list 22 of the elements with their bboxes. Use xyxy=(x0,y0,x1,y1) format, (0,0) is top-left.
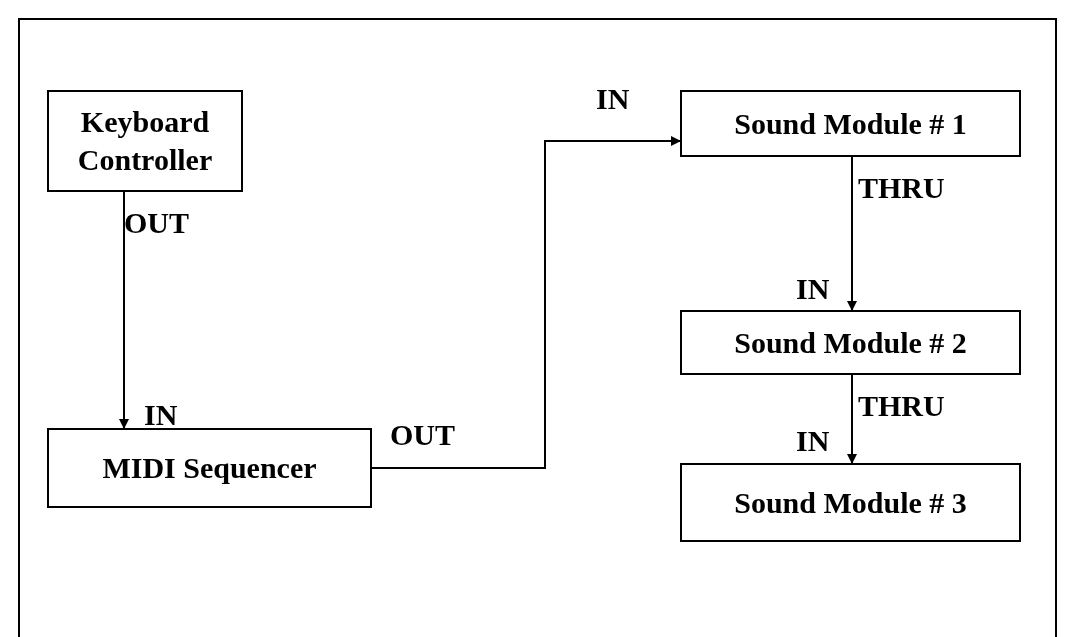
arrow xyxy=(371,136,681,469)
port-label: OUT xyxy=(124,206,189,240)
port-label: IN xyxy=(144,398,178,432)
arrow xyxy=(847,374,857,464)
port-label: THRU xyxy=(858,171,945,205)
process-box xyxy=(47,90,243,192)
box-label: Sound Module # 3 xyxy=(734,484,967,521)
arrow xyxy=(847,156,857,311)
port-label: OUT xyxy=(390,418,455,452)
box-label: Keyboard Controller xyxy=(76,104,214,178)
process-box xyxy=(47,428,372,508)
box-label: Sound Module # 2 xyxy=(734,324,967,361)
port-label: IN xyxy=(796,424,830,458)
process-box xyxy=(680,463,1021,542)
process-box xyxy=(680,90,1021,157)
process-box xyxy=(680,310,1021,375)
port-label: IN xyxy=(796,272,830,306)
arrow xyxy=(119,191,129,429)
port-label: IN xyxy=(596,82,630,116)
port-label: THRU xyxy=(858,389,945,423)
box-label: MIDI Sequencer xyxy=(102,450,317,486)
box-label: Sound Module # 1 xyxy=(734,105,967,142)
